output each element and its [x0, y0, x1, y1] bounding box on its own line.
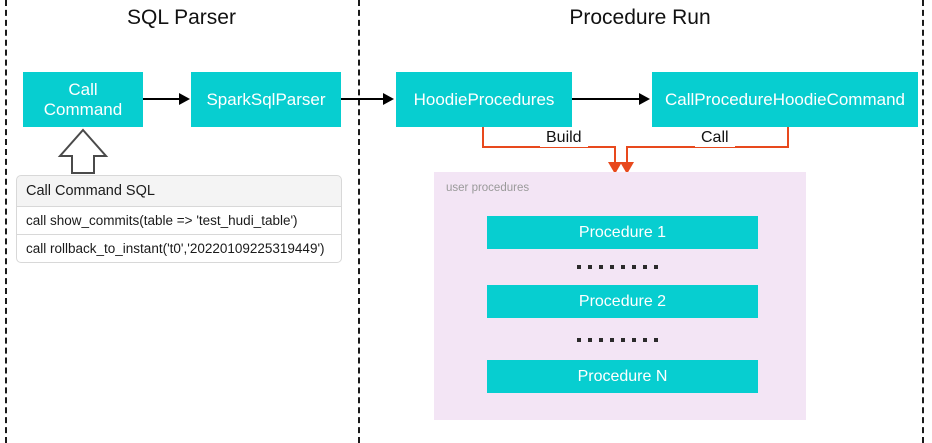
block-arrow-up-icon	[56, 128, 110, 174]
node-hoodie-procedures-label: HoodieProcedures	[413, 89, 555, 109]
section-title-sql-parser: SQL Parser	[127, 6, 236, 29]
edge-call-vertical-end	[626, 146, 628, 164]
node-call-command[interactable]: Call Command	[23, 72, 143, 127]
node-call-procedure-hoodie-command-label: CallProcedureHoodieCommand	[664, 89, 905, 109]
edge-call-horizontal	[626, 146, 789, 148]
node-call-command-line2: Command	[43, 99, 123, 119]
sql-table-header: Call Command SQL	[16, 175, 342, 207]
edge-build-arrowhead	[608, 162, 622, 174]
section-title-procedure-run: Procedure Run	[569, 6, 711, 29]
edge-call-label: Call	[695, 129, 735, 147]
sql-table-row-1[interactable]: call show_commits(table => 'test_hudi_ta…	[16, 207, 342, 235]
node-call-command-line1: Call	[68, 79, 98, 99]
edge-build-vertical-end	[614, 146, 616, 164]
arrow-sparksqlparser-to-hoodieprocedures-line	[341, 98, 383, 100]
node-spark-sql-parser[interactable]: SparkSqlParser	[191, 72, 341, 127]
arrow-hoodieprocedures-to-callprocedure-head	[639, 93, 650, 105]
edge-call-arrowhead	[620, 162, 634, 174]
procedure-separator-dots-1	[577, 265, 658, 269]
edge-build-horizontal	[482, 146, 616, 148]
procedure-box-1-label: Procedure 1	[578, 223, 667, 241]
procedure-box-n-label: Procedure N	[577, 367, 668, 385]
procedure-box-n[interactable]: Procedure N	[487, 360, 758, 393]
arrow-callcommand-to-sparksqlparser-line	[143, 98, 179, 100]
edge-build-vertical-start	[482, 127, 484, 147]
section-divider-right	[922, 0, 924, 443]
arrow-callcommand-to-sparksqlparser-head	[179, 93, 190, 105]
node-spark-sql-parser-label: SparkSqlParser	[206, 89, 326, 109]
edge-build-label: Build	[540, 129, 588, 147]
user-procedures-label: user procedures	[446, 182, 530, 194]
section-divider-middle	[358, 0, 360, 443]
procedure-separator-dots-2	[577, 338, 658, 342]
sql-table-row-2[interactable]: call rollback_to_instant('t0','202201092…	[16, 235, 342, 263]
procedure-box-1[interactable]: Procedure 1	[487, 216, 758, 249]
arrow-sparksqlparser-to-hoodieprocedures-head	[383, 93, 394, 105]
procedure-box-2-label: Procedure 2	[578, 292, 667, 310]
node-hoodie-procedures[interactable]: HoodieProcedures	[396, 72, 572, 127]
node-call-procedure-hoodie-command[interactable]: CallProcedureHoodieCommand	[652, 72, 918, 127]
arrow-hoodieprocedures-to-callprocedure-line	[572, 98, 639, 100]
call-command-sql-table: Call Command SQL call show_commits(table…	[16, 175, 342, 263]
procedure-box-2[interactable]: Procedure 2	[487, 285, 758, 318]
section-divider-left	[5, 0, 7, 443]
edge-call-vertical-start	[787, 127, 789, 147]
